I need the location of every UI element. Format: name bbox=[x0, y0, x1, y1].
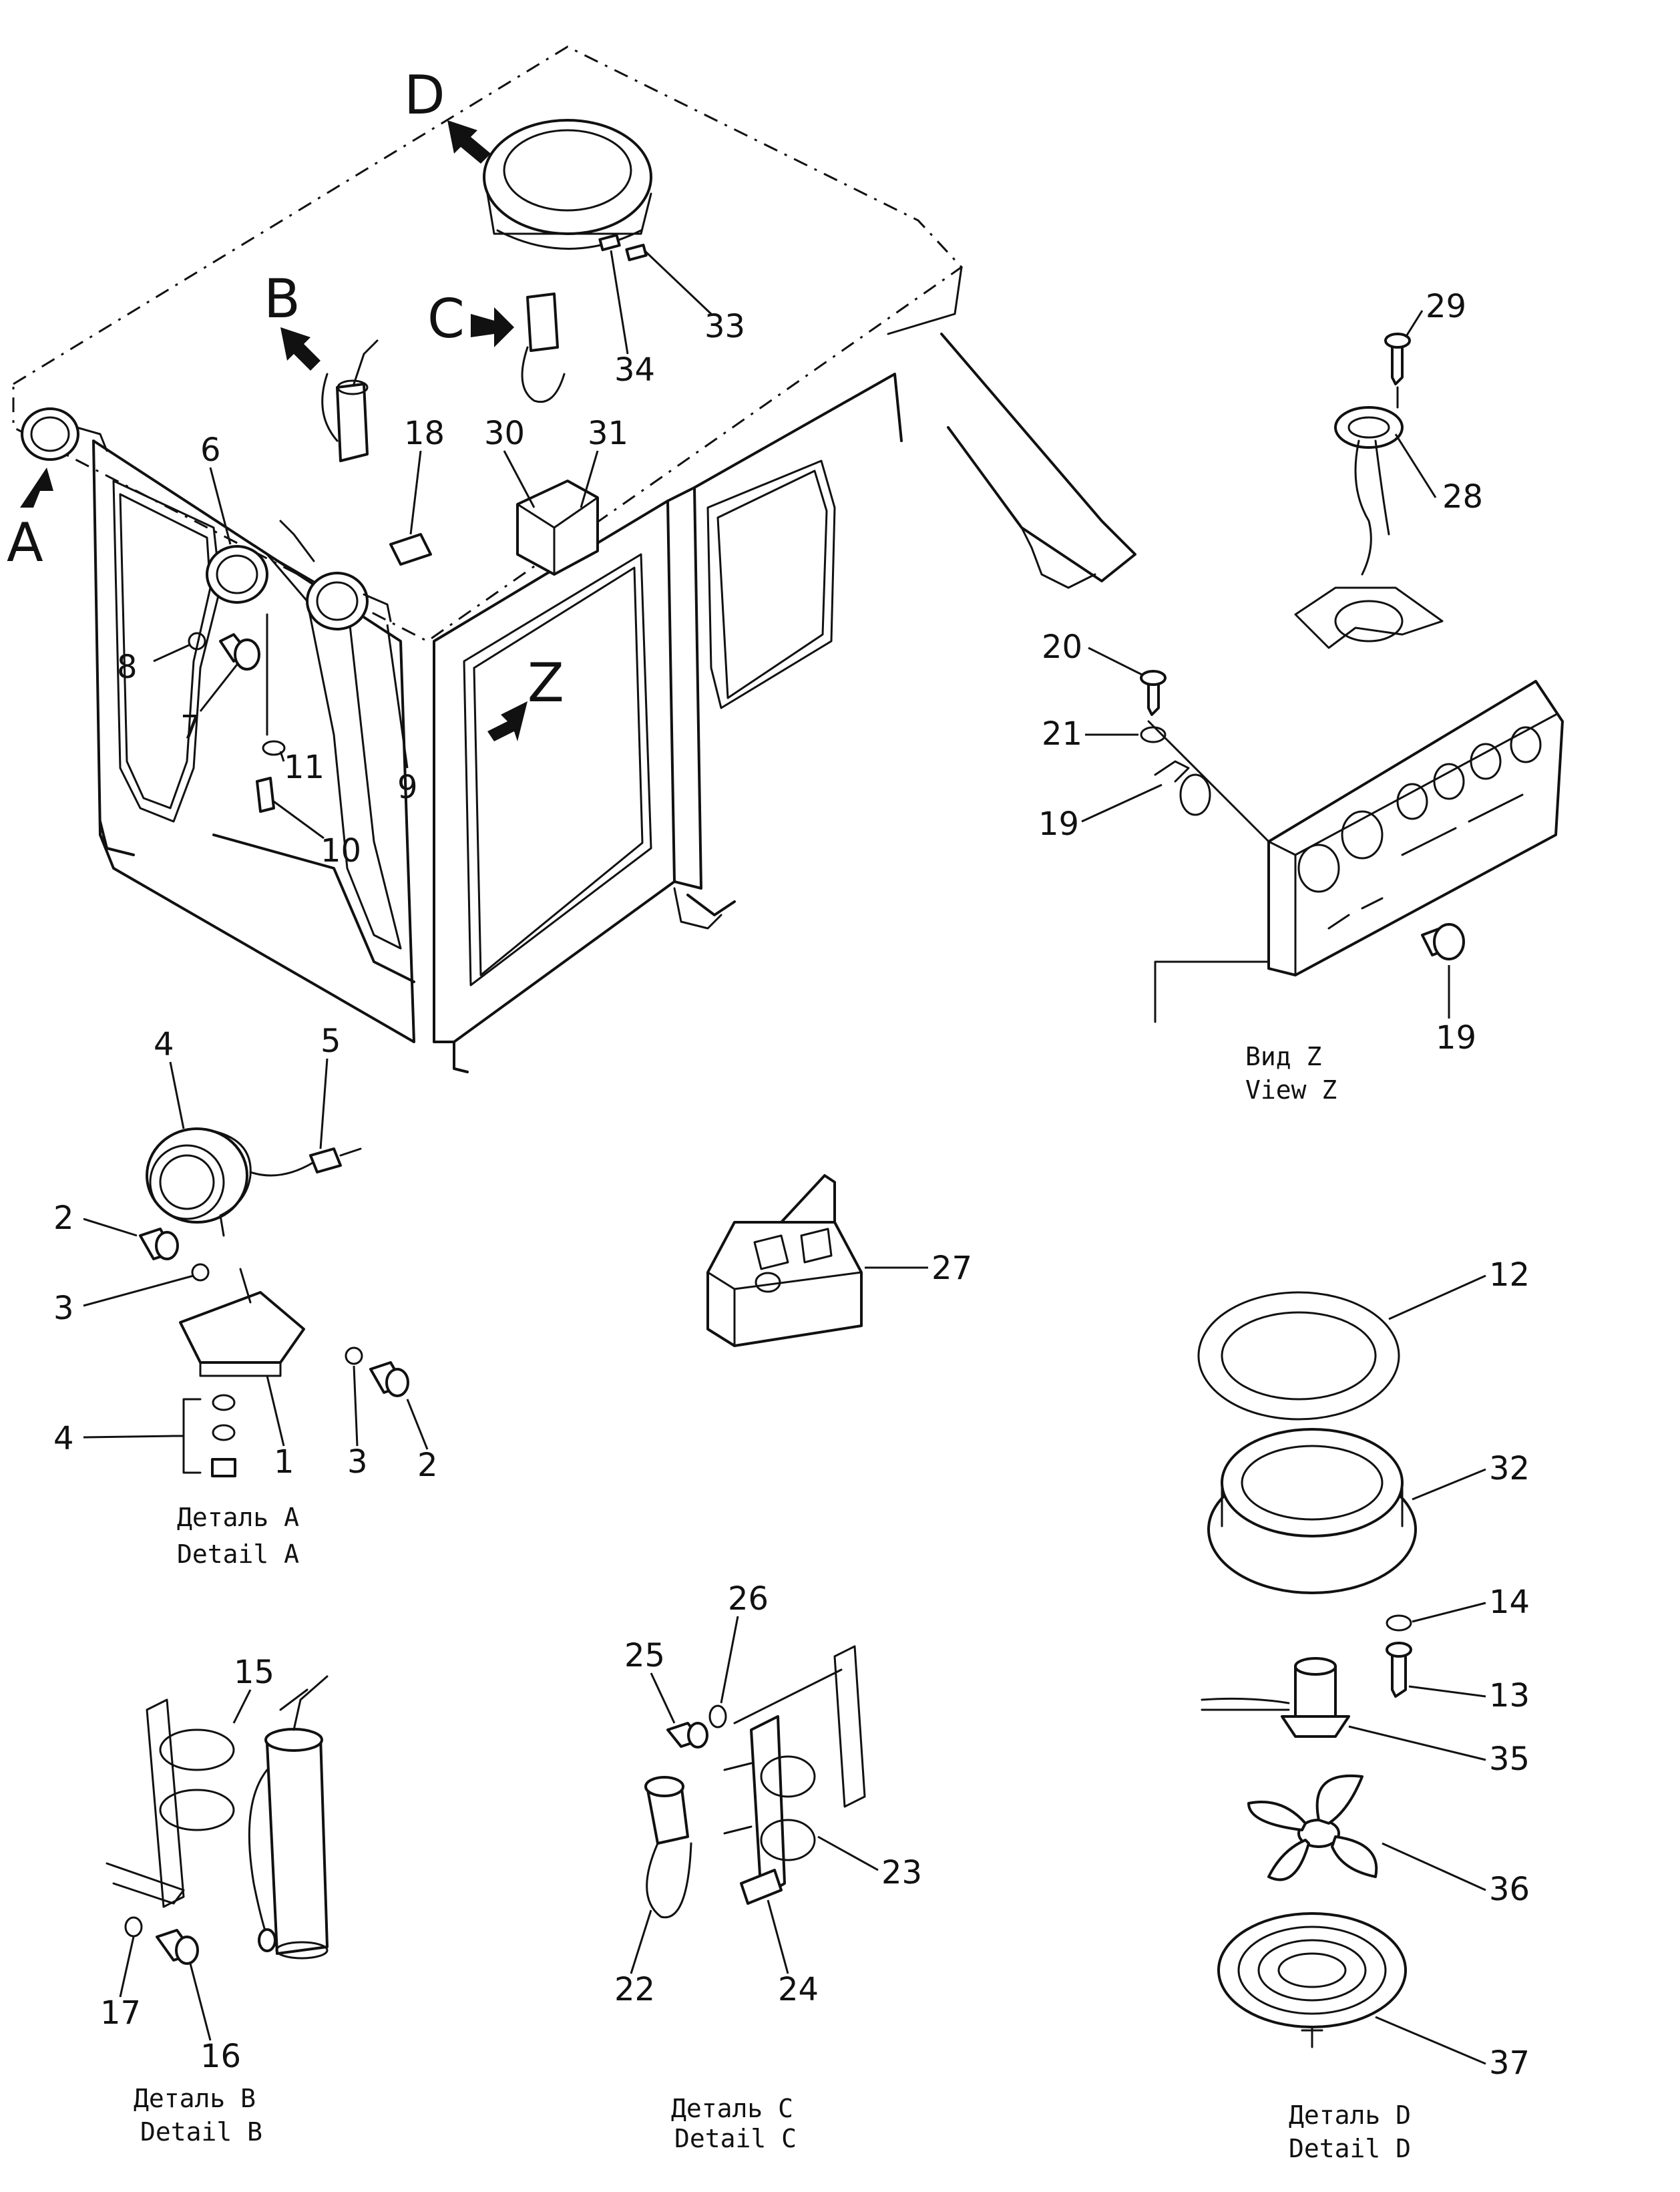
caption-detail-d-en: Detail D bbox=[1289, 2134, 1411, 2163]
caption-detail-b-en: Detail B bbox=[140, 2117, 262, 2147]
view-z-dashboard bbox=[1140, 333, 1564, 1023]
callout-30: 30 bbox=[484, 415, 525, 452]
callout-13: 13 bbox=[1489, 1677, 1530, 1714]
callout-26: 26 bbox=[728, 1580, 769, 1618]
callout-8: 8 bbox=[117, 649, 138, 686]
caption-detail-d-ru: Деталь D bbox=[1289, 2100, 1411, 2130]
bolt-7 bbox=[188, 632, 260, 671]
caption-detail-a-ru: Деталь A bbox=[177, 1503, 299, 1532]
callout-18: 18 bbox=[404, 415, 445, 452]
callout-21: 21 bbox=[1042, 715, 1082, 753]
cab-lamp-a bbox=[21, 407, 108, 461]
cab-lamp-6 bbox=[206, 545, 268, 604]
letter-b: B bbox=[264, 268, 300, 330]
detail-d-fan bbox=[1197, 1291, 1417, 2048]
callout-28: 28 bbox=[1442, 478, 1483, 516]
arrow-d-icon bbox=[447, 120, 491, 164]
arrow-a-icon bbox=[20, 468, 53, 508]
callout-24: 24 bbox=[778, 1971, 819, 2008]
arrow-b-icon bbox=[280, 327, 321, 371]
letter-c: C bbox=[427, 288, 465, 350]
letter-z: Z bbox=[528, 652, 564, 714]
callout-29: 29 bbox=[1426, 288, 1466, 325]
cab-lamp-9 bbox=[279, 520, 392, 630]
caption-detail-c-en: Detail C bbox=[674, 2124, 797, 2153]
callout-3-left: 3 bbox=[53, 1290, 74, 1327]
cab-assembly bbox=[12, 45, 1136, 1073]
callout-34: 34 bbox=[614, 351, 655, 389]
callout-37: 37 bbox=[1489, 2044, 1530, 2082]
caption-detail-c-ru: Деталь C bbox=[671, 2094, 793, 2123]
callout-35: 35 bbox=[1489, 1741, 1530, 1778]
cab-lamp-c bbox=[521, 293, 566, 403]
callout-31: 31 bbox=[588, 415, 628, 452]
caption-view-z-ru: Вид Z bbox=[1245, 1042, 1321, 1071]
callout-25: 25 bbox=[624, 1637, 665, 1674]
detail-b-extinguisher bbox=[106, 1675, 329, 1965]
callout-22: 22 bbox=[614, 1971, 655, 2008]
letter-d: D bbox=[404, 64, 445, 126]
cab-box-30 bbox=[516, 480, 599, 576]
arrow-z-icon bbox=[487, 701, 528, 741]
callout-4-lamp: 4 bbox=[154, 1026, 174, 1063]
callout-10: 10 bbox=[321, 832, 361, 870]
callout-15: 15 bbox=[234, 1654, 274, 1691]
callout-19-right: 19 bbox=[1436, 1019, 1476, 1057]
letter-a: A bbox=[7, 512, 43, 574]
callout-14: 14 bbox=[1489, 1584, 1530, 1621]
detail-a-lamp bbox=[139, 1127, 409, 1477]
caption-detail-a-en: Detail A bbox=[177, 1539, 299, 1569]
callout-11: 11 bbox=[284, 749, 325, 786]
callout-23: 23 bbox=[881, 1854, 922, 1891]
callout-33: 33 bbox=[704, 308, 745, 345]
callout-19-left: 19 bbox=[1038, 805, 1079, 843]
callout-2-right: 2 bbox=[417, 1447, 438, 1484]
bolt-10 bbox=[256, 613, 286, 813]
callout-7: 7 bbox=[180, 709, 201, 746]
arrow-c-icon bbox=[471, 307, 514, 347]
callout-6: 6 bbox=[200, 431, 221, 469]
callout-20: 20 bbox=[1042, 628, 1082, 666]
callout-36: 36 bbox=[1489, 1871, 1530, 1908]
callout-1: 1 bbox=[274, 1443, 294, 1481]
detail-c-lamp-holder bbox=[644, 1645, 866, 1919]
caption-detail-b-ru: Деталь B bbox=[134, 2084, 256, 2113]
callout-5: 5 bbox=[321, 1023, 341, 1060]
callout-16: 16 bbox=[200, 2038, 241, 2075]
roof-fan-hatch bbox=[483, 119, 652, 262]
callout-2-left: 2 bbox=[53, 1200, 74, 1237]
callout-27: 27 bbox=[931, 1250, 972, 1287]
tool-box-27 bbox=[706, 1174, 863, 1347]
handle-18 bbox=[389, 533, 432, 566]
callout-9: 9 bbox=[397, 769, 418, 806]
cab-extinguisher-b bbox=[321, 339, 379, 462]
callout-3-right: 3 bbox=[347, 1443, 368, 1481]
callout-17: 17 bbox=[100, 1994, 141, 2032]
callout-4-nuts: 4 bbox=[53, 1420, 74, 1457]
callout-12: 12 bbox=[1489, 1256, 1530, 1294]
caption-view-z-en: View Z bbox=[1245, 1075, 1337, 1105]
callout-32: 32 bbox=[1489, 1450, 1530, 1487]
